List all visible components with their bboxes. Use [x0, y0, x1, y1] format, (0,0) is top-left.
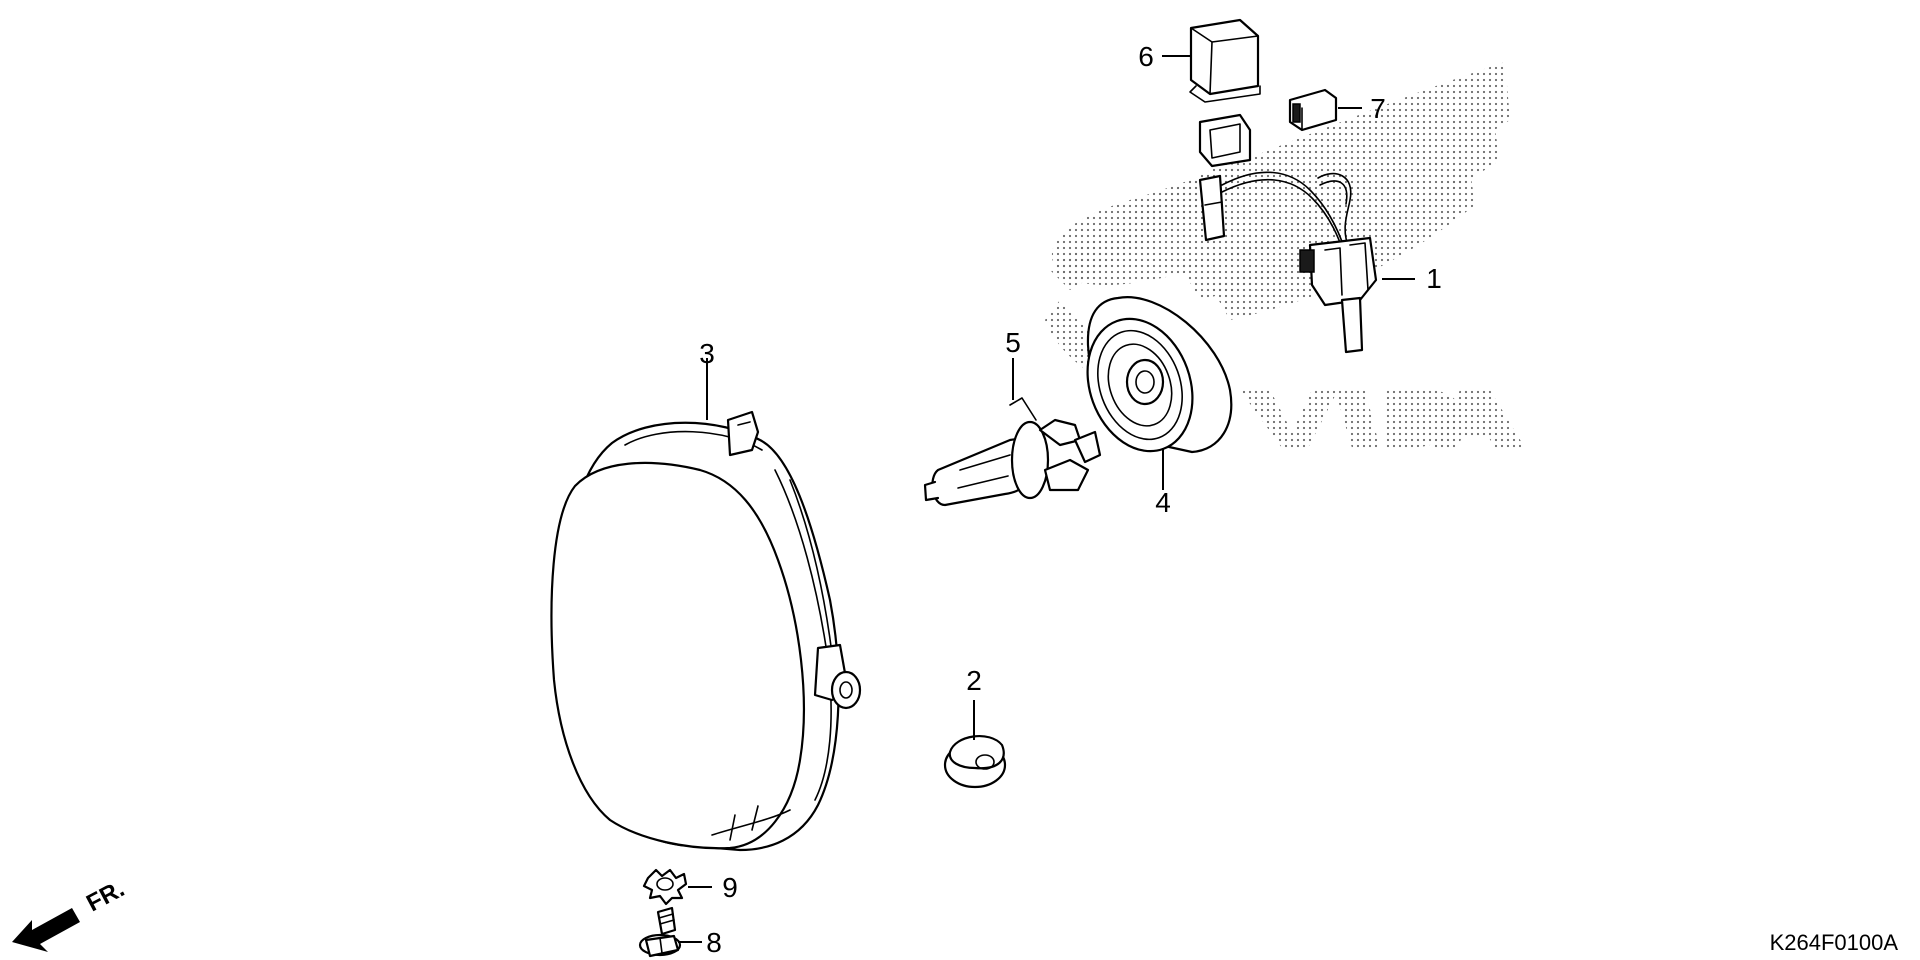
rubber-grommet-part [943, 735, 1007, 789]
wire-harness-socket-part [1198, 113, 1378, 354]
callout-leaders [678, 55, 1415, 943]
connector-cap-part [1288, 88, 1338, 132]
callout-6: 6 [1138, 41, 1154, 72]
dust-cover-part [1086, 296, 1233, 454]
callout-8: 8 [706, 927, 722, 958]
headlight-unit-part [550, 410, 862, 852]
callout-7: 7 [1370, 93, 1386, 124]
callout-1: 1 [1426, 263, 1442, 294]
callout-5: 5 [1005, 327, 1021, 358]
front-marker-label: FR. [82, 875, 129, 917]
headlight-bulb-part [923, 397, 1102, 507]
flange-bolt-part [638, 906, 682, 958]
callout-9: 9 [722, 872, 738, 903]
front-direction-arrow [12, 908, 80, 952]
callout-2: 2 [966, 665, 982, 696]
honda-letters-watermark [1240, 390, 1525, 448]
callout-4: 4 [1155, 487, 1171, 518]
callout-3: 3 [699, 338, 715, 369]
drawing-code: K264F0100A [1770, 930, 1899, 955]
relay-part [1189, 18, 1261, 103]
washer-part [642, 868, 688, 906]
